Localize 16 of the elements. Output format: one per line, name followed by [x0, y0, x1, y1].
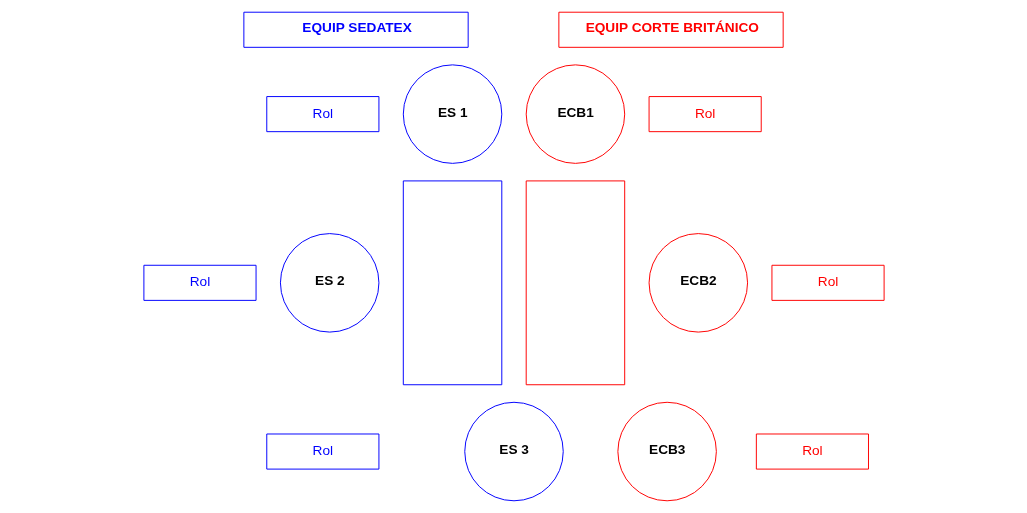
node-box — [402, 180, 502, 386]
node-box: Rol — [770, 264, 885, 301]
node-circle: ES 1 — [402, 64, 502, 164]
node-circle: ES 3 — [463, 401, 564, 502]
node-box: Rol — [755, 433, 869, 470]
node-circle: ES 2 — [279, 233, 379, 333]
node-circle: ECB1 — [525, 64, 625, 164]
node-box: EQUIP CORTE BRITÁNICO — [557, 11, 784, 48]
node-circle: ECB3 — [616, 401, 717, 502]
node-box: Rol — [648, 96, 762, 133]
node-box: Rol — [142, 264, 257, 301]
node-box: Rol — [265, 96, 379, 133]
node-box — [525, 180, 625, 386]
node-box: Rol — [265, 433, 379, 470]
node-circle: ECB2 — [648, 233, 748, 333]
node-box: EQUIP SEDATEX — [242, 11, 469, 48]
